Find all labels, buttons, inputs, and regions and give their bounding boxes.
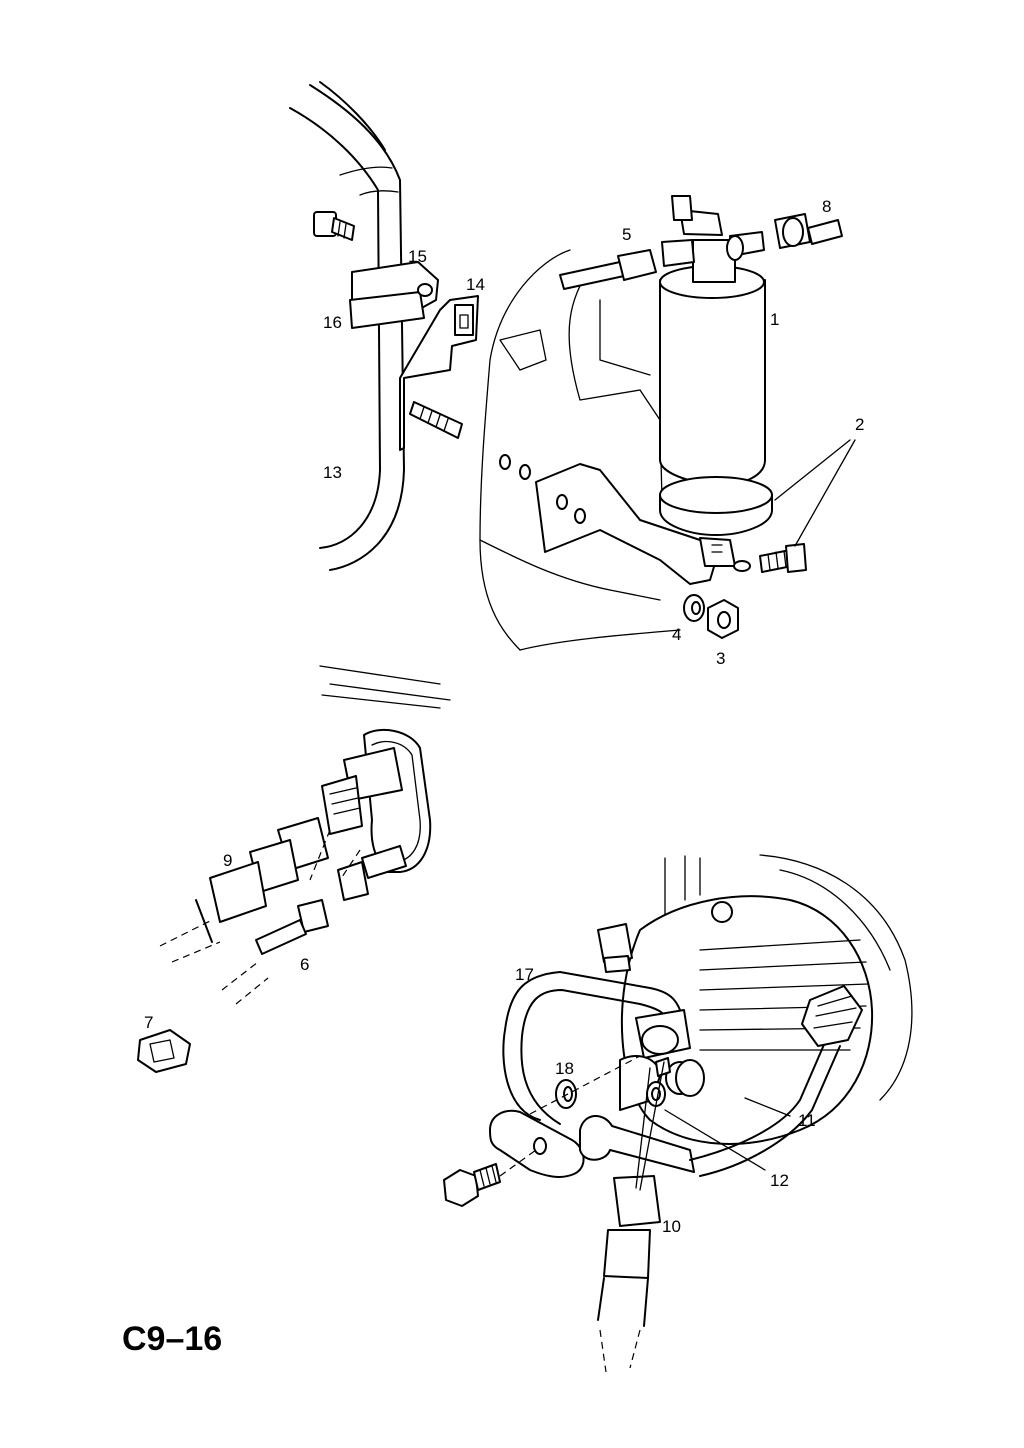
manifold-pipe-17	[502, 971, 681, 1125]
hose-clamp	[349, 261, 439, 329]
discharge-elbow	[579, 1115, 695, 1173]
compressor-body	[620, 854, 913, 1145]
firewall-connection-assembly	[137, 665, 451, 1073]
callout-3: 3	[716, 649, 725, 668]
nut-3	[707, 599, 739, 639]
fitting-upper	[321, 747, 403, 835]
callout-5: 5	[622, 225, 631, 244]
callout-11: 11	[798, 1111, 816, 1130]
callout-labels: 1 2 3 4 5 6 7 8 9 10 11 12 13 14 15 16 1…	[144, 197, 864, 1236]
bracket-14	[399, 295, 479, 451]
callout-15: 15	[408, 247, 427, 266]
o-ring-18	[529, 1055, 641, 1115]
manifold-bolt	[443, 1149, 537, 1207]
callout-16: 16	[323, 313, 342, 332]
callout-4: 4	[672, 625, 681, 644]
hose-13	[289, 81, 405, 571]
page-code: C9–16	[122, 1320, 222, 1358]
clip-7	[137, 1029, 191, 1073]
drier-support-bracket	[535, 463, 717, 585]
callout-9: 9	[223, 851, 232, 870]
bolt-top-left	[313, 211, 355, 241]
callout-18: 18	[555, 1059, 574, 1078]
compressor-assembly	[443, 854, 913, 1373]
callout-2: 2	[855, 415, 864, 434]
o-ring-12	[646, 1057, 671, 1107]
callout-6: 6	[300, 955, 309, 974]
callout-8: 8	[822, 197, 831, 216]
callout-10: 10	[662, 1217, 681, 1236]
pipe-11	[689, 985, 863, 1177]
washer-4	[683, 594, 705, 622]
body-panel	[479, 249, 681, 651]
manifold-flange	[489, 1110, 585, 1178]
callout-13: 13	[323, 463, 342, 482]
pipe-5	[559, 249, 657, 290]
callout-14: 14	[466, 275, 485, 294]
pipe-8	[774, 213, 843, 249]
bolt-right	[733, 543, 807, 573]
receiver-drier-1	[659, 195, 766, 486]
receiver-drier-assembly	[289, 81, 856, 651]
callout-7: 7	[144, 1013, 153, 1032]
hose-10	[597, 1061, 665, 1373]
callout-17: 17	[515, 965, 534, 984]
callout-12: 12	[770, 1171, 789, 1190]
callout-1: 1	[770, 310, 779, 329]
leader-lines-bottom	[664, 1097, 791, 1171]
panel-washers	[499, 454, 531, 480]
service-valve-17	[597, 923, 633, 973]
hose-9	[159, 817, 329, 963]
leader-lines-top	[774, 439, 856, 547]
